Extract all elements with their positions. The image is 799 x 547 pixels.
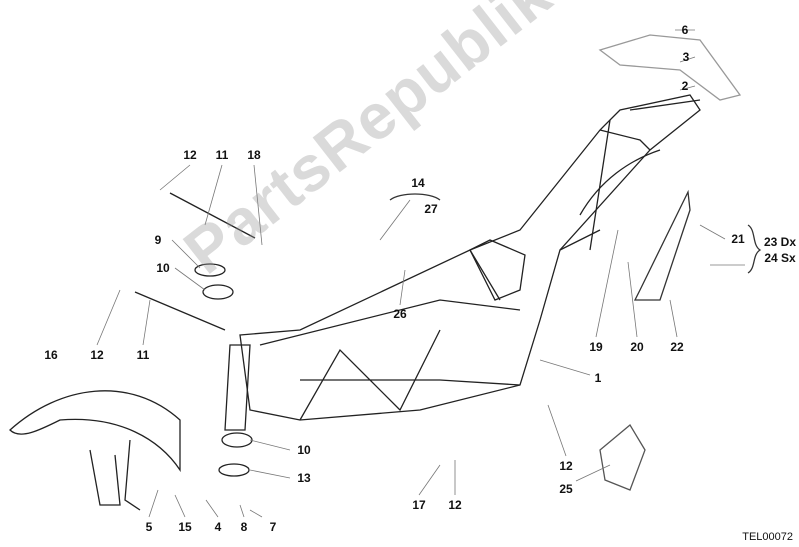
bracket-23-24	[747, 224, 762, 274]
callout-11[interactable]: 11	[215, 148, 229, 162]
callout-7[interactable]: 7	[269, 520, 277, 534]
washer-13	[218, 463, 250, 477]
callout-12[interactable]: 12	[448, 498, 462, 512]
bearing-10	[202, 284, 234, 300]
side-panel	[633, 189, 691, 301]
callout-16[interactable]: 16	[44, 348, 58, 362]
callout-4[interactable]: 4	[214, 520, 222, 534]
callout-12[interactable]: 12	[90, 348, 104, 362]
bearing-10b	[221, 432, 253, 448]
callout-8[interactable]: 8	[240, 520, 248, 534]
callout-23-dx[interactable]: 23 Dx	[763, 235, 797, 249]
front-fender	[9, 390, 181, 511]
callout-2[interactable]: 2	[681, 79, 689, 93]
callout-25[interactable]: 25	[559, 482, 573, 496]
bracket-14	[389, 193, 441, 201]
callout-21[interactable]: 21	[731, 232, 745, 246]
callout-5[interactable]: 5	[145, 520, 153, 534]
callout-12[interactable]: 12	[183, 148, 197, 162]
leader-lines	[96, 29, 745, 518]
callout-22[interactable]: 22	[670, 340, 684, 354]
callout-19[interactable]: 19	[589, 340, 603, 354]
callout-26[interactable]: 26	[393, 307, 407, 321]
frame-part	[239, 94, 701, 421]
washer-9	[194, 263, 226, 277]
callout-1[interactable]: 1	[594, 371, 602, 385]
callout-10[interactable]: 10	[297, 443, 311, 457]
callout-15[interactable]: 15	[178, 520, 192, 534]
seat-bracket	[598, 34, 742, 101]
callout-20[interactable]: 20	[630, 340, 644, 354]
callout-11[interactable]: 11	[136, 348, 150, 362]
diagram-code: TEL00072	[742, 531, 793, 543]
callout-10[interactable]: 10	[156, 261, 170, 275]
callout-12[interactable]: 12	[559, 459, 573, 473]
callout-27[interactable]: 27	[424, 202, 438, 216]
pin-rod-upper	[169, 192, 256, 239]
callout-18[interactable]: 18	[247, 148, 261, 162]
cover-25	[599, 424, 646, 491]
callout-24-sx[interactable]: 24 Sx	[764, 251, 796, 265]
callout-6[interactable]: 6	[681, 23, 689, 37]
callout-9[interactable]: 9	[154, 233, 162, 247]
steering-head	[224, 344, 251, 431]
callout-14[interactable]: 14	[411, 176, 425, 190]
pin-rod-lower	[134, 291, 226, 331]
callout-3[interactable]: 3	[682, 50, 690, 64]
callout-13[interactable]: 13	[297, 471, 311, 485]
callout-17[interactable]: 17	[412, 498, 426, 512]
